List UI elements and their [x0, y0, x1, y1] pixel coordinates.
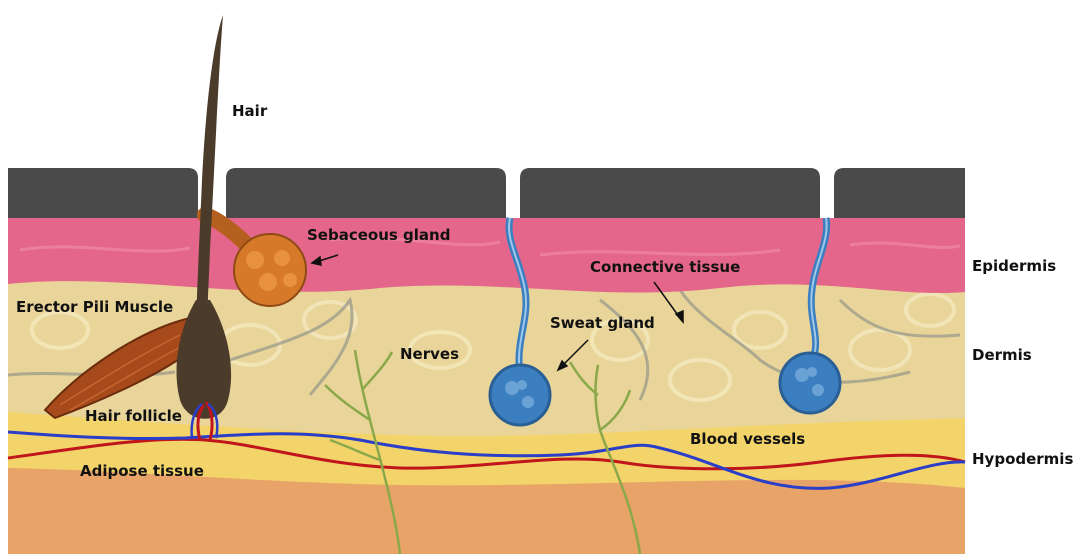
label-sebaceous-gland: Sebaceous gland [307, 228, 450, 243]
label-blood-vessels: Blood vessels [690, 432, 805, 447]
layer-label-hypodermis: Hypodermis [972, 452, 1073, 467]
label-nerves: Nerves [400, 347, 459, 362]
label-connective-tissue: Connective tissue [590, 260, 740, 275]
label-hair: Hair [232, 104, 267, 119]
label-sweat-gland: Sweat gland [550, 316, 655, 331]
stratum-corneum [8, 168, 965, 218]
label-hair-follicle: Hair follicle [85, 409, 182, 424]
label-erector-pili-muscle: Erector Pili Muscle [16, 300, 173, 315]
label-adipose-tissue: Adipose tissue [80, 464, 204, 479]
layer-label-dermis: Dermis [972, 348, 1032, 363]
layer-label-epidermis: Epidermis [972, 259, 1056, 274]
